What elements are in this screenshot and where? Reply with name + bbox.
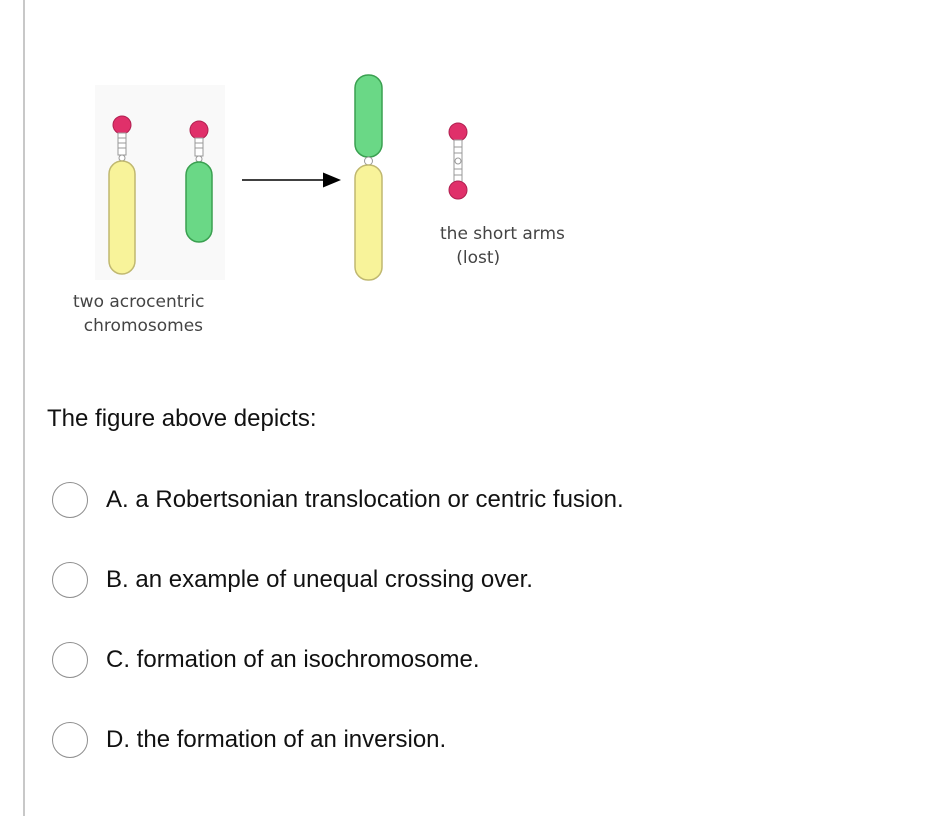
option-text: formation of an isochromosome. — [136, 646, 480, 673]
chromosome-diagram — [95, 74, 468, 281]
option-b[interactable]: B. an example of unequal crossing over. — [52, 560, 533, 600]
option-text: the formation of an inversion. — [136, 726, 447, 753]
option-d[interactable]: D. the formation of an inversion. — [52, 720, 446, 760]
radio-button[interactable] — [52, 562, 88, 598]
label-short-arms-lost: the short arms (lost) — [440, 224, 565, 268]
option-letter: D. — [106, 726, 130, 753]
option-letter: A. — [106, 486, 129, 513]
acrocentric-chromosome-yellow — [108, 115, 136, 275]
option-letter: C. — [106, 646, 130, 673]
chromosome-figure: two acrocentric chromosomes the short ar… — [0, 0, 938, 360]
fused-chromosome — [354, 74, 383, 281]
option-a[interactable]: A. a Robertsonian translocation or centr… — [52, 480, 624, 520]
radio-button[interactable] — [52, 642, 88, 678]
option-letter: B. — [106, 566, 129, 593]
radio-button[interactable] — [52, 482, 88, 518]
acrocentric-chromosome-green — [185, 120, 213, 243]
label-two-acrocentric: two acrocentric chromosomes — [73, 292, 205, 336]
option-text: a Robertsonian translocation or centric … — [135, 486, 624, 513]
left-border — [23, 0, 25, 816]
option-text: an example of unequal crossing over. — [135, 566, 533, 593]
question-prompt: The figure above depicts: — [47, 405, 317, 432]
radio-button[interactable] — [52, 722, 88, 758]
lost-short-arms — [448, 122, 468, 200]
option-c[interactable]: C. formation of an isochromosome. — [52, 640, 480, 680]
